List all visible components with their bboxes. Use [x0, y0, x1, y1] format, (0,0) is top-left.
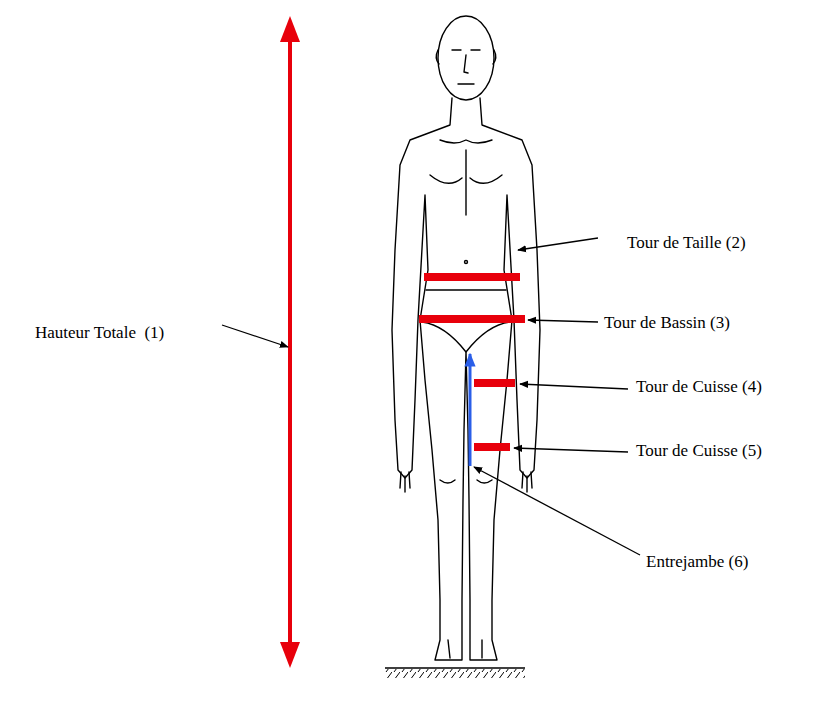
knees — [440, 480, 492, 483]
chest-lines — [430, 140, 502, 215]
callout-label: Tour de Cuisse (4) — [636, 377, 762, 397]
face — [452, 50, 480, 84]
waist-bar — [424, 273, 520, 281]
navel — [465, 261, 468, 264]
human-figure — [392, 16, 540, 660]
leader-line — [474, 467, 640, 555]
leader-line — [518, 238, 598, 250]
callout-label: Hauteur Totale (1) — [35, 323, 164, 343]
inseam-arrow — [469, 354, 472, 466]
leader-line — [520, 384, 628, 389]
ground-line — [385, 667, 525, 669]
leader-line — [528, 320, 598, 322]
fingers — [400, 472, 532, 492]
thigh-bar — [474, 443, 510, 451]
feet — [448, 640, 482, 658]
leader-line — [222, 325, 288, 347]
body-outline — [392, 98, 540, 660]
arrow-head — [280, 642, 300, 668]
thigh-bar — [474, 379, 515, 387]
arrow-head — [280, 16, 300, 42]
leader-line — [514, 448, 628, 452]
head — [438, 16, 494, 100]
callout-label: Tour de Cuisse (5) — [636, 441, 762, 461]
hip-bar — [419, 315, 525, 323]
height-arrow — [288, 40, 292, 646]
ears — [436, 50, 496, 64]
callout-label: Tour de Taille (2) — [627, 233, 746, 253]
ground-hatching — [385, 669, 525, 678]
callout-label: Entrejambe (6) — [646, 552, 748, 572]
callout-label: Tour de Bassin (3) — [604, 313, 730, 333]
